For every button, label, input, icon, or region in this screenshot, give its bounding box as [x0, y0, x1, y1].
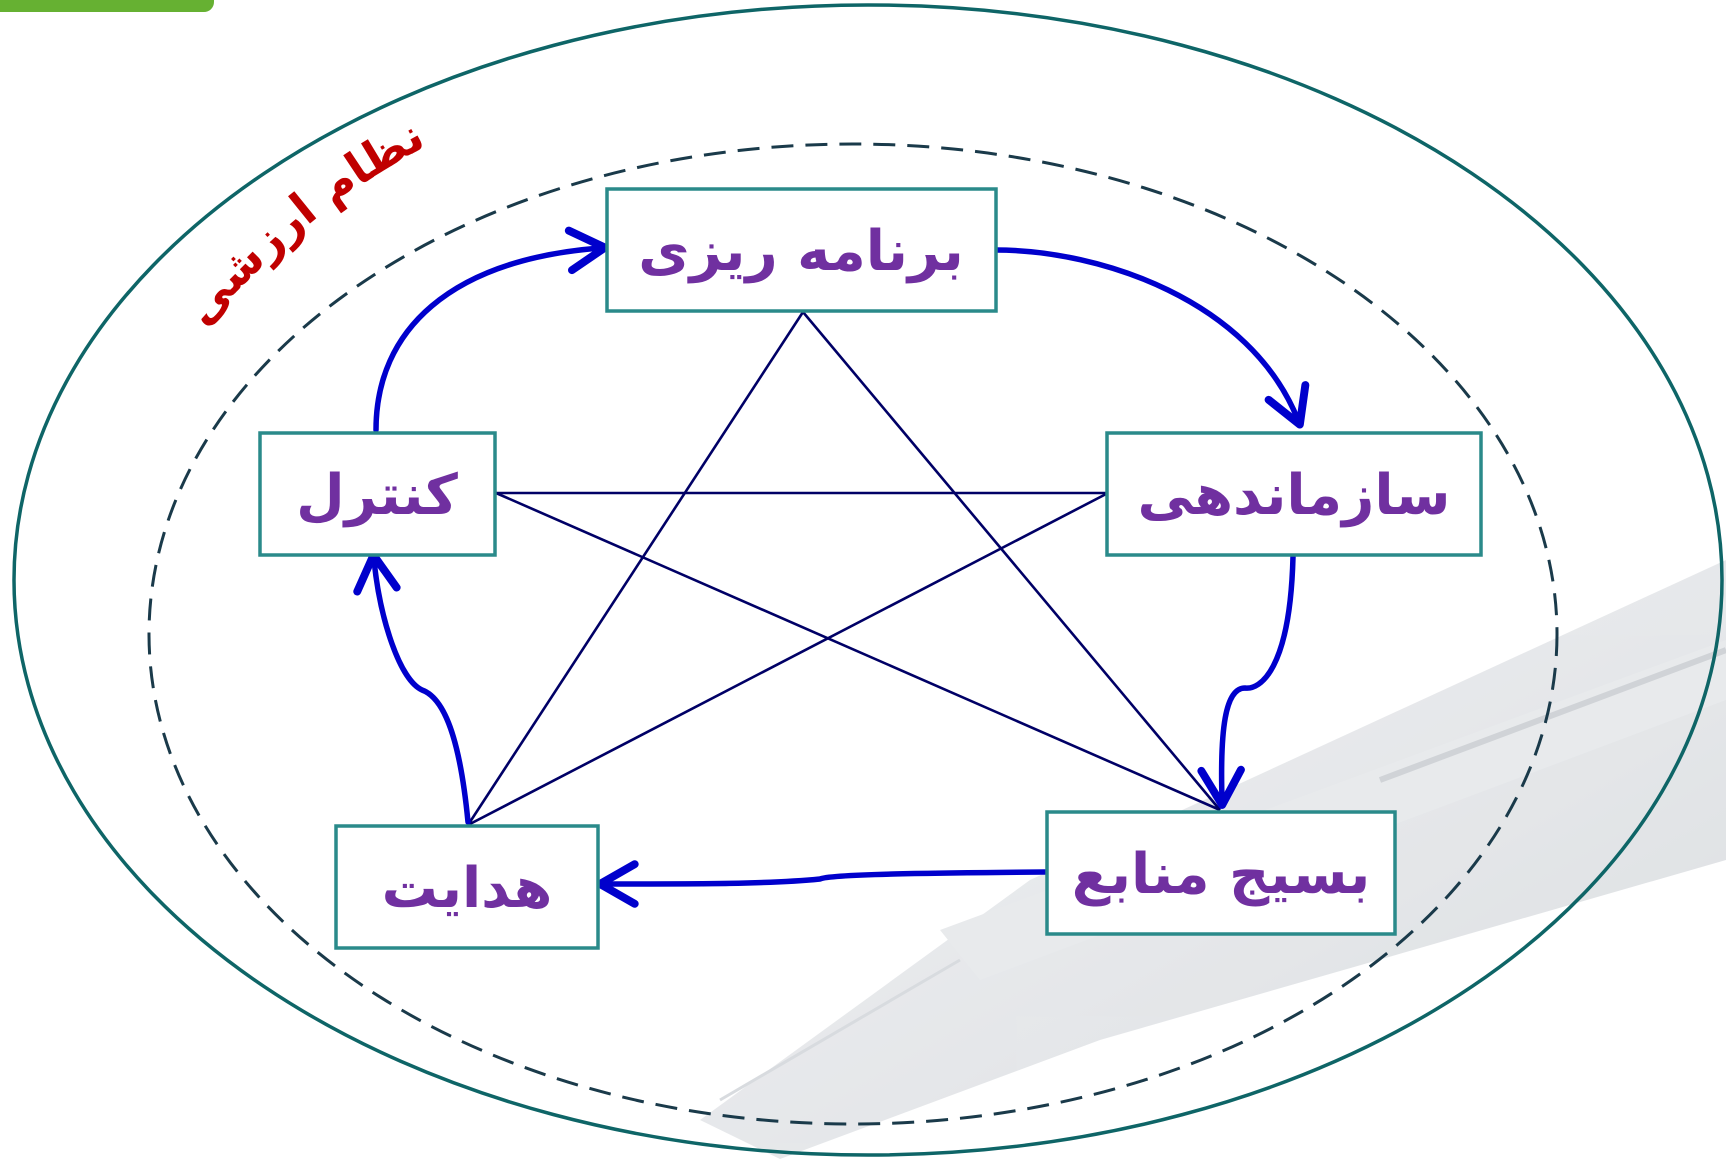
- node-planning: برنامه ریزی: [605, 187, 998, 313]
- node-directing-label: هدایت: [382, 856, 553, 921]
- node-control-label: کنترل: [296, 463, 458, 528]
- arrow-organizing-to-mobilizing: [1197, 554, 1296, 809]
- arrow-mobilizing-to-directing: [596, 860, 1048, 908]
- node-organizing: سازماندهی: [1105, 431, 1483, 557]
- arrow-control-to-planning: [373, 226, 609, 433]
- star-line-organizing-directing: [467, 491, 1109, 827]
- cycle-arrows: [353, 226, 1310, 908]
- value-system-dashed-ellipse: [147, 142, 1559, 1126]
- star-connections: [466, 311, 1221, 827]
- arrow-planning-to-organizing: [993, 247, 1310, 429]
- node-control: کنترل: [258, 431, 497, 557]
- value-system-label: نظام ارزشی: [172, 108, 432, 335]
- node-directing: هدایت: [334, 824, 600, 950]
- star-line-planning-directing: [466, 311, 805, 826]
- outer-ellipse: [12, 3, 1724, 1157]
- node-organizing-label: سازماندهی: [1138, 463, 1451, 528]
- star-line-control-mobilizing: [495, 491, 1221, 812]
- node-mobilizing-label: بسیج منابع: [1072, 842, 1371, 907]
- node-mobilizing: بسیج منابع: [1045, 810, 1397, 936]
- value-system-label-path: نظام ارزشی: [172, 108, 432, 335]
- star-line-planning-mobilizing: [802, 311, 1221, 811]
- node-planning-label: برنامه ریزی: [638, 219, 963, 284]
- arrow-directing-to-control: [353, 551, 471, 825]
- corner-tab: [0, 0, 214, 12]
